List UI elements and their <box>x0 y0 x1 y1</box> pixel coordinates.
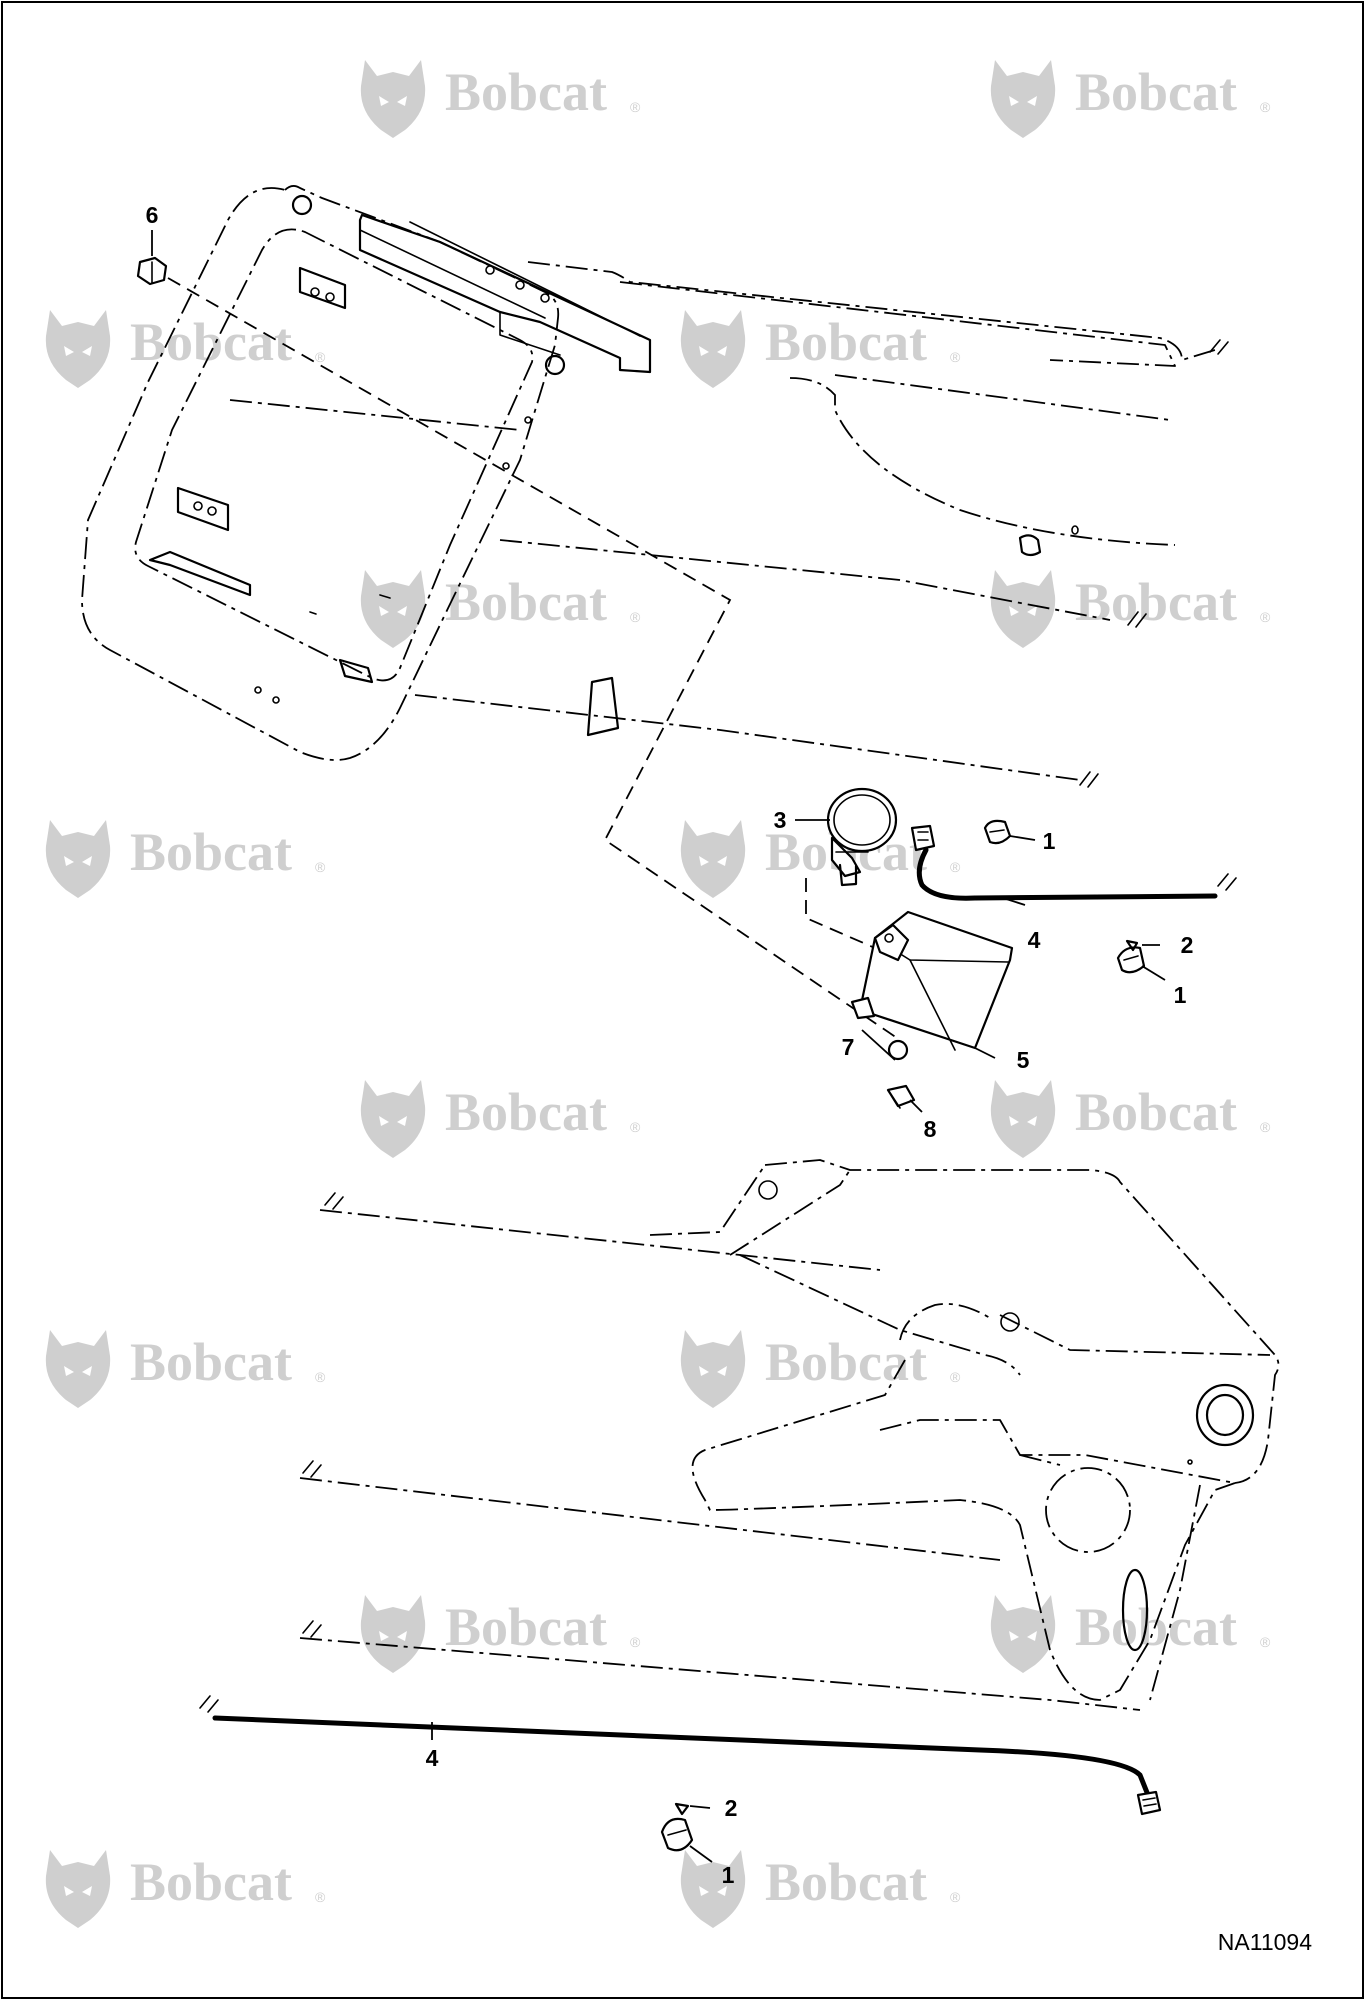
callout-1-c: 1 <box>722 1862 735 1888</box>
bobcat-head-logo-icon <box>680 820 746 898</box>
watermark-registered-mark: ® <box>950 1369 961 1385</box>
bobcat-head-logo-icon <box>990 1595 1056 1673</box>
watermark-registered-mark: ® <box>315 859 326 875</box>
bobcat-head-logo-icon <box>680 1330 746 1408</box>
watermark-registered-mark: ® <box>315 1369 326 1385</box>
leader-lines <box>151 230 1166 1863</box>
watermark-logo: Bobcat ® <box>360 60 641 138</box>
watermark-text: Bobcat <box>1075 62 1237 122</box>
watermark-text: Bobcat <box>765 312 927 372</box>
hidden-bolt-lines <box>167 277 901 1041</box>
bobcat-head-logo-icon <box>360 570 426 648</box>
watermark-logo: Bobcat ® <box>45 820 326 898</box>
lower-boom-arm <box>299 1159 1280 1711</box>
watermark-text: Bobcat <box>765 1852 927 1912</box>
watermark-text: Bobcat <box>765 1332 927 1392</box>
callout-6: 6 <box>146 202 159 228</box>
watermark-registered-mark: ® <box>630 99 641 115</box>
watermark-text: Bobcat <box>1075 572 1237 632</box>
cable-clip-1-upper <box>983 819 1012 845</box>
watermark-registered-mark: ® <box>1260 609 1271 625</box>
watermark-logo: Bobcat ® <box>360 1080 641 1158</box>
callout-1-b: 1 <box>1174 982 1187 1008</box>
watermark-registered-mark: ® <box>950 1889 961 1905</box>
bobcat-head-logo-icon <box>45 820 111 898</box>
watermark-registered-mark: ® <box>315 1889 326 1905</box>
callout-1-a: 1 <box>1043 828 1056 854</box>
figure-id: NA11094 <box>1218 1929 1312 1955</box>
watermark-logo: Bobcat ® <box>360 1595 641 1673</box>
watermark-registered-mark: ® <box>950 859 961 875</box>
callout-7: 7 <box>842 1034 855 1060</box>
upper-mounting-plate <box>81 185 652 761</box>
watermark-logo: Bobcat ® <box>680 1850 961 1928</box>
watermark-registered-mark: ® <box>630 1119 641 1135</box>
watermark-registered-mark: ® <box>1260 1634 1271 1650</box>
watermark-logo: Bobcat ® <box>680 1330 961 1408</box>
bobcat-head-logo-icon <box>680 310 746 388</box>
watermark-text: Bobcat <box>445 1082 607 1142</box>
watermark-text: Bobcat <box>1075 1082 1237 1142</box>
watermark-logo: Bobcat ® <box>680 310 961 388</box>
bobcat-head-logo-icon <box>360 60 426 138</box>
cable-clip-1-right <box>1116 946 1146 974</box>
watermark-logo: Bobcat ® <box>360 570 641 648</box>
callout-2-a: 2 <box>1181 932 1194 958</box>
watermark-registered-mark: ® <box>1260 1119 1271 1135</box>
watermark-registered-mark: ® <box>1260 99 1271 115</box>
watermark-registered-mark: ® <box>630 1634 641 1650</box>
screw-2-lower <box>674 1802 690 1816</box>
bobcat-head-logo-icon <box>45 1850 111 1928</box>
screw-2-upper <box>1125 939 1139 952</box>
callout-4-a: 4 <box>1028 927 1041 953</box>
bobcat-head-logo-icon <box>360 1595 426 1673</box>
watermark-text: Bobcat <box>130 822 292 882</box>
watermark-logo: Bobcat ® <box>990 60 1271 138</box>
watermark-logo: Bobcat ® <box>990 1595 1271 1673</box>
watermark-text: Bobcat <box>445 1597 607 1657</box>
watermark-logo: Bobcat ® <box>45 1850 326 1928</box>
watermark-registered-mark: ® <box>950 349 961 365</box>
callout-labels: 6 3 1 4 2 1 7 5 8 4 2 1 <box>146 202 1194 1888</box>
watermark-text: Bobcat <box>445 62 607 122</box>
bobcat-head-logo-icon <box>990 60 1056 138</box>
watermark-text: Bobcat <box>445 572 607 632</box>
bobcat-head-logo-icon <box>45 310 111 388</box>
harness-wire-4-lower <box>199 1695 1162 1816</box>
bobcat-head-logo-icon <box>45 1330 111 1408</box>
work-lamp-3 <box>826 787 898 887</box>
watermark-text: Bobcat <box>130 1332 292 1392</box>
cable-clip-1-lower <box>660 1817 694 1852</box>
watermark-logo: Bobcat ® <box>45 1330 326 1408</box>
watermark-logo: Bobcat ® <box>990 1080 1271 1158</box>
bobcat-head-logo-icon <box>990 570 1056 648</box>
watermark-registered-mark: ® <box>630 609 641 625</box>
bobcat-head-logo-icon <box>990 1080 1056 1158</box>
watermark-registered-mark: ® <box>315 349 326 365</box>
callout-4-b: 4 <box>426 1745 439 1771</box>
callout-5: 5 <box>1017 1047 1030 1073</box>
upper-phantom-lines <box>229 261 1229 788</box>
watermark-text: Bobcat <box>130 312 292 372</box>
callout-3: 3 <box>774 807 787 833</box>
watermark-text: Bobcat <box>1075 1597 1237 1657</box>
harness-connector-upper <box>910 824 1237 901</box>
bolt-6 <box>136 256 168 286</box>
callout-2-b: 2 <box>725 1795 738 1821</box>
bobcat-head-logo-icon <box>360 1080 426 1158</box>
watermark-logo: Bobcat ® <box>990 570 1271 648</box>
bobcat-head-logo-icon <box>680 1850 746 1928</box>
lamp-bracket-5 <box>850 910 1014 1109</box>
callout-8: 8 <box>924 1116 937 1142</box>
watermark-text: Bobcat <box>130 1852 292 1912</box>
